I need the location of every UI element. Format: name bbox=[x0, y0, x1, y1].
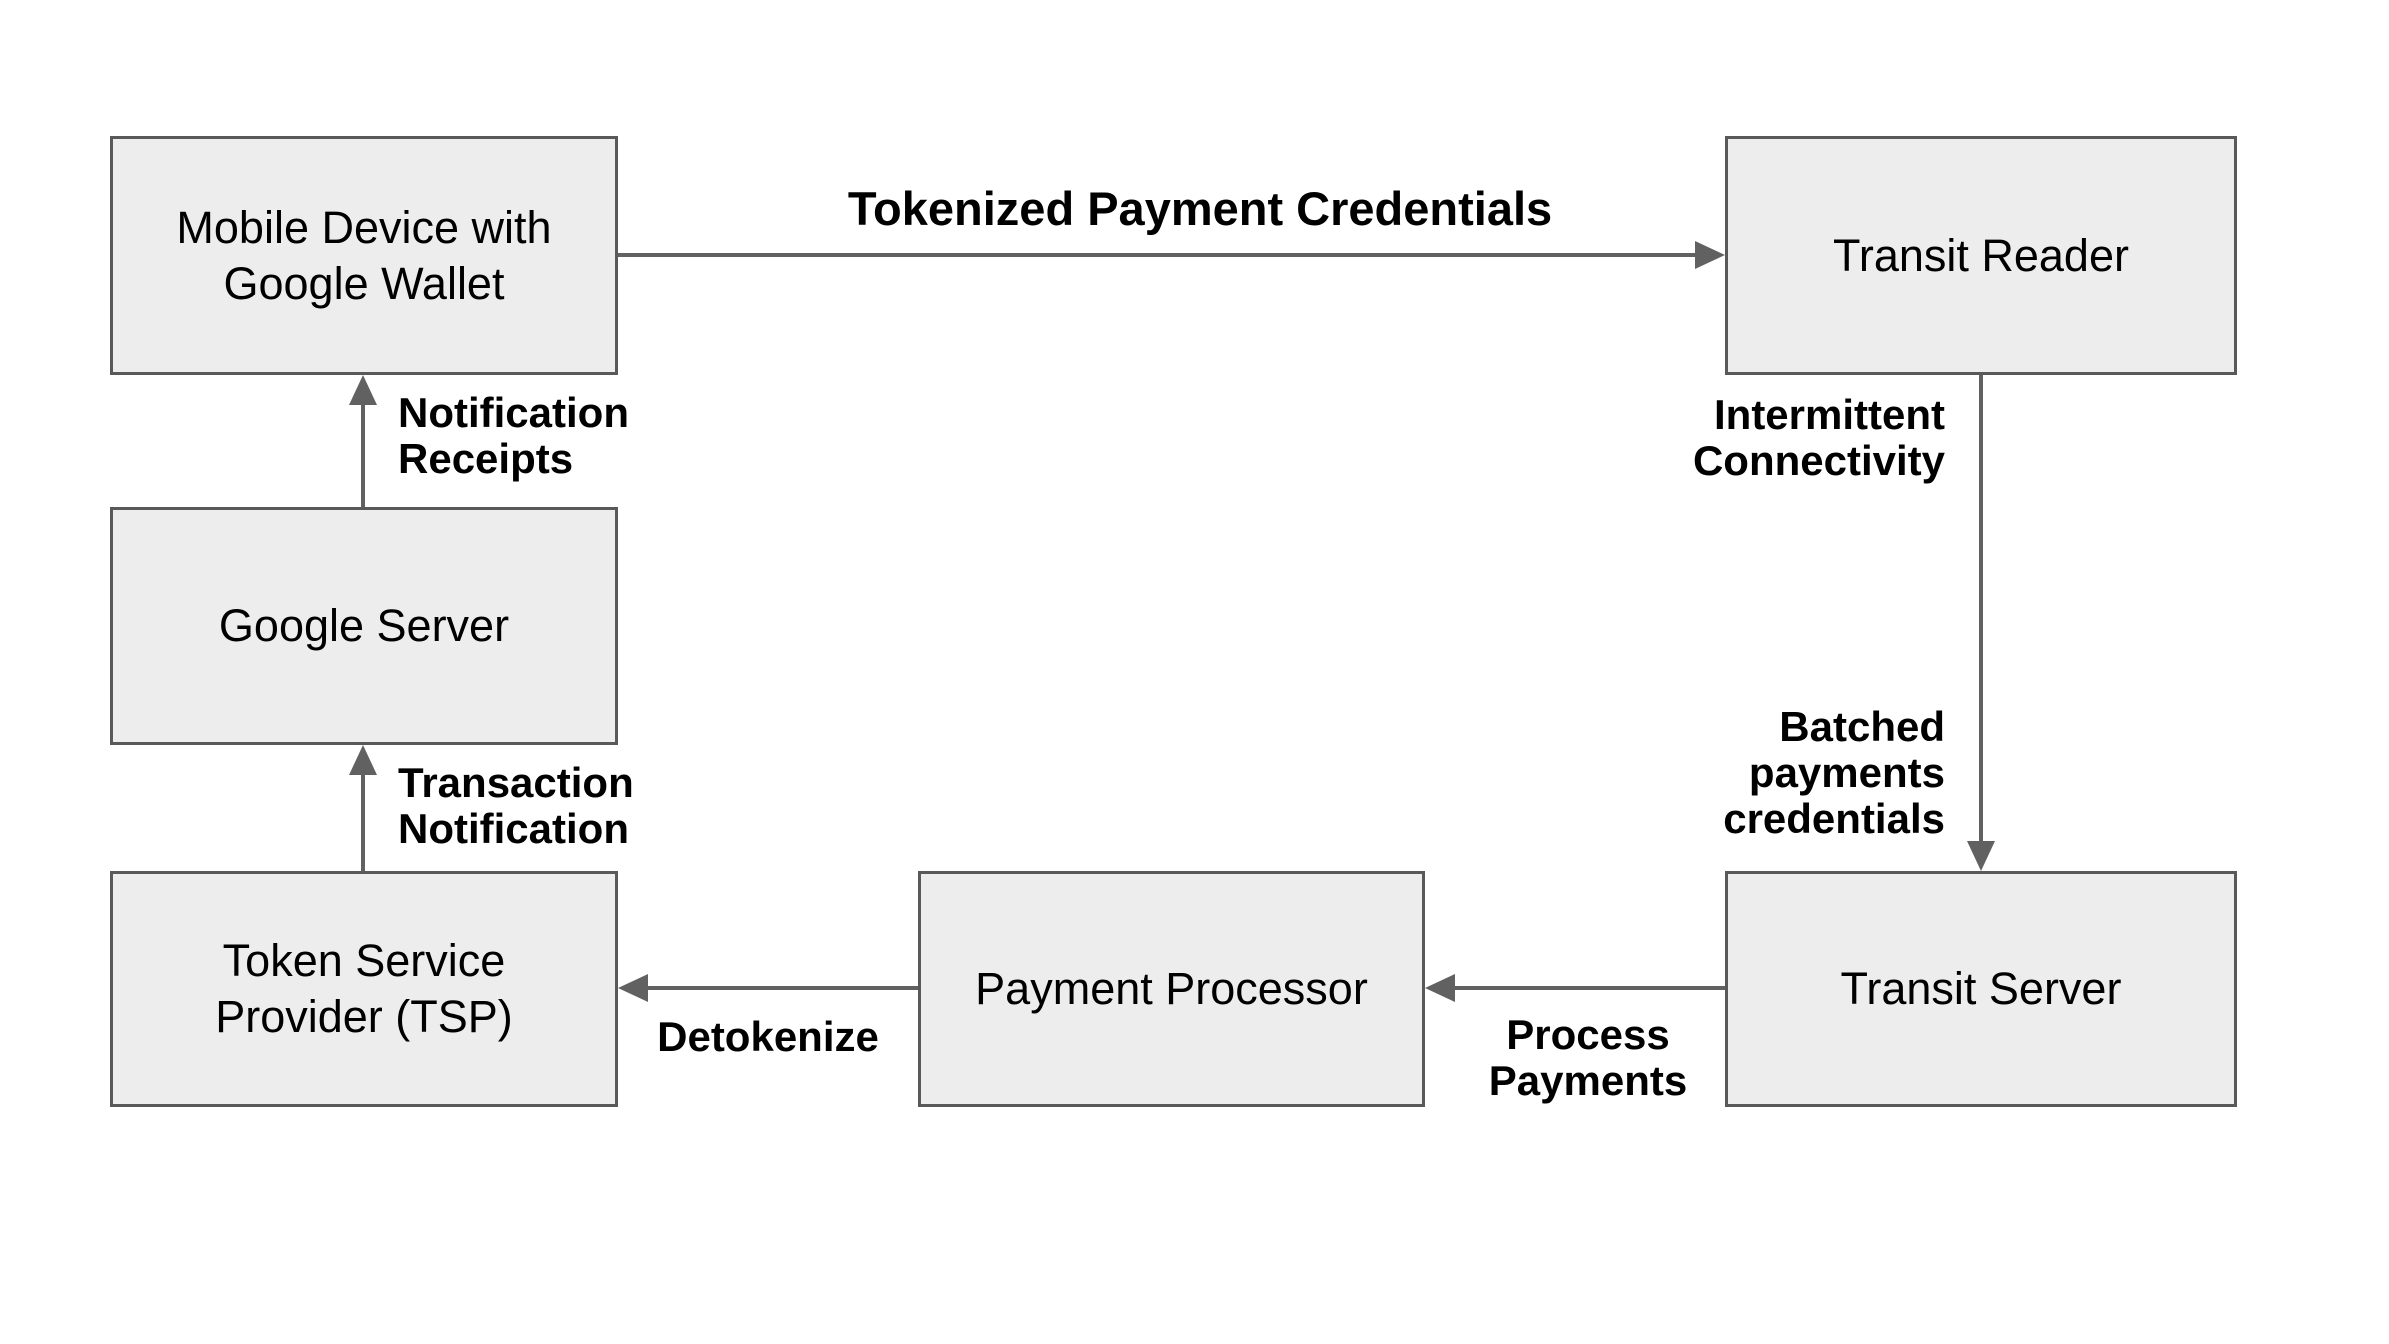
edge-label-detokenize: Detokenize bbox=[657, 1013, 879, 1060]
edge-label-notification-receipts: Notification Receipts bbox=[398, 389, 629, 482]
edge-transaction-notification-line bbox=[361, 775, 365, 871]
edge-notification-receipts-line bbox=[361, 405, 365, 507]
node-google-server: Google Server bbox=[110, 507, 618, 745]
arrowhead-left-icon bbox=[618, 974, 648, 1002]
node-payment-processor: Payment Processor bbox=[918, 871, 1425, 1107]
arrowhead-down-icon bbox=[1967, 841, 1995, 871]
node-token-service-provider: Token Service Provider (TSP) bbox=[110, 871, 618, 1107]
edge-process-payments-line bbox=[1455, 986, 1725, 990]
arrowhead-right-icon bbox=[1695, 241, 1725, 269]
node-mobile-device: Mobile Device with Google Wallet bbox=[110, 136, 618, 375]
edge-label-batched-payments-credentials: Batched payments credentials bbox=[1723, 703, 1945, 842]
edge-reader-to-server-line bbox=[1979, 375, 1983, 841]
edge-label-process-payments: Process Payments bbox=[1488, 1011, 1688, 1104]
arrowhead-left-icon bbox=[1425, 974, 1455, 1002]
node-transit-reader: Transit Reader bbox=[1725, 136, 2237, 375]
edge-label-transaction-notification: Transaction Notification bbox=[398, 759, 634, 852]
arrowhead-up-icon bbox=[349, 745, 377, 775]
arrowhead-up-icon bbox=[349, 375, 377, 405]
edge-tokenized-line bbox=[618, 253, 1695, 257]
node-transit-server: Transit Server bbox=[1725, 871, 2237, 1107]
edge-label-intermittent-connectivity: Intermittent Connectivity bbox=[1692, 391, 1945, 484]
edge-detokenize-line bbox=[648, 986, 918, 990]
edge-label-tokenized-payment-credentials: Tokenized Payment Credentials bbox=[847, 182, 1553, 235]
